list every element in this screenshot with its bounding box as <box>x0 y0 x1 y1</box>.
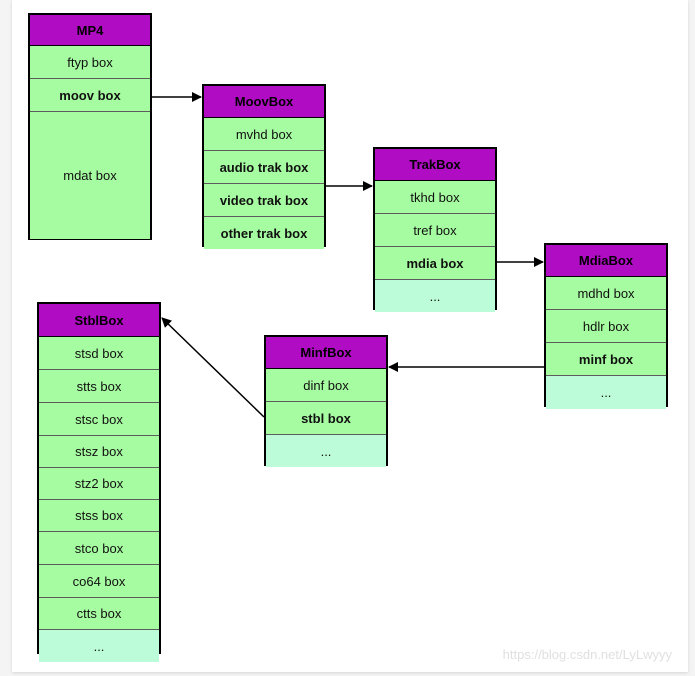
trak-row-tkhd: tkhd box <box>375 181 495 214</box>
mdia-row-ellipsis: ... <box>546 376 666 409</box>
stbl-row-stsc: stsc box <box>39 403 159 436</box>
stbl-row-ellipsis: ... <box>39 630 159 662</box>
mp4-row-mdat: mdat box <box>30 112 150 239</box>
minf-row-stbl: stbl box <box>266 402 386 435</box>
mdia-row-mdhd: mdhd box <box>546 277 666 310</box>
mdia-row-hdlr: hdlr box <box>546 310 666 343</box>
arrow-stbl-to-stblbox <box>161 317 265 418</box>
stbl-row-stsz: stsz box <box>39 436 159 468</box>
stbl-row-stts: stts box <box>39 370 159 403</box>
stbl-row-stco: stco box <box>39 532 159 565</box>
mdia-row-minf: minf box <box>546 343 666 376</box>
stbl-row-co64: co64 box <box>39 565 159 598</box>
mp4-box-title: MP4 <box>30 15 150 46</box>
trak-box-title: TrakBox <box>375 149 495 181</box>
connector-arrows <box>152 92 544 418</box>
mdia-box: MdiaBox mdhd box hdlr box minf box ... <box>544 243 668 409</box>
watermark: https://blog.csdn.net/LyLwyyy <box>502 647 672 662</box>
stbl-row-ctts: ctts box <box>39 598 159 630</box>
stbl-box: StblBox stsd box stts box stsc box stsz … <box>37 302 161 662</box>
minf-box: MinfBox dinf box stbl box ... <box>264 335 388 467</box>
diagram-canvas: MP4 ftyp box moov box mdat box MoovBox m… <box>12 0 688 672</box>
minf-box-title: MinfBox <box>266 337 386 369</box>
stbl-box-title: StblBox <box>39 304 159 337</box>
trak-row-tref: tref box <box>375 214 495 247</box>
stbl-row-stz2: stz2 box <box>39 468 159 500</box>
moov-row-audio-trak: audio trak box <box>204 151 324 184</box>
minf-row-ellipsis: ... <box>266 435 386 467</box>
mp4-box: MP4 ftyp box moov box mdat box <box>28 13 152 240</box>
moov-box-title: MoovBox <box>204 86 324 118</box>
minf-row-dinf: dinf box <box>266 369 386 402</box>
mp4-row-ftyp: ftyp box <box>30 46 150 79</box>
mdia-box-title: MdiaBox <box>546 245 666 277</box>
mp4-row-moov: moov box <box>30 79 150 112</box>
moov-row-other-trak: other trak box <box>204 217 324 249</box>
trak-row-ellipsis: ... <box>375 280 495 312</box>
moov-row-mvhd: mvhd box <box>204 118 324 151</box>
stbl-row-stsd: stsd box <box>39 337 159 370</box>
moov-box: MoovBox mvhd box audio trak box video tr… <box>202 84 326 249</box>
trak-box: TrakBox tkhd box tref box mdia box ... <box>373 147 497 312</box>
moov-row-video-trak: video trak box <box>204 184 324 217</box>
stbl-row-stss: stss box <box>39 500 159 532</box>
trak-row-mdia: mdia box <box>375 247 495 280</box>
